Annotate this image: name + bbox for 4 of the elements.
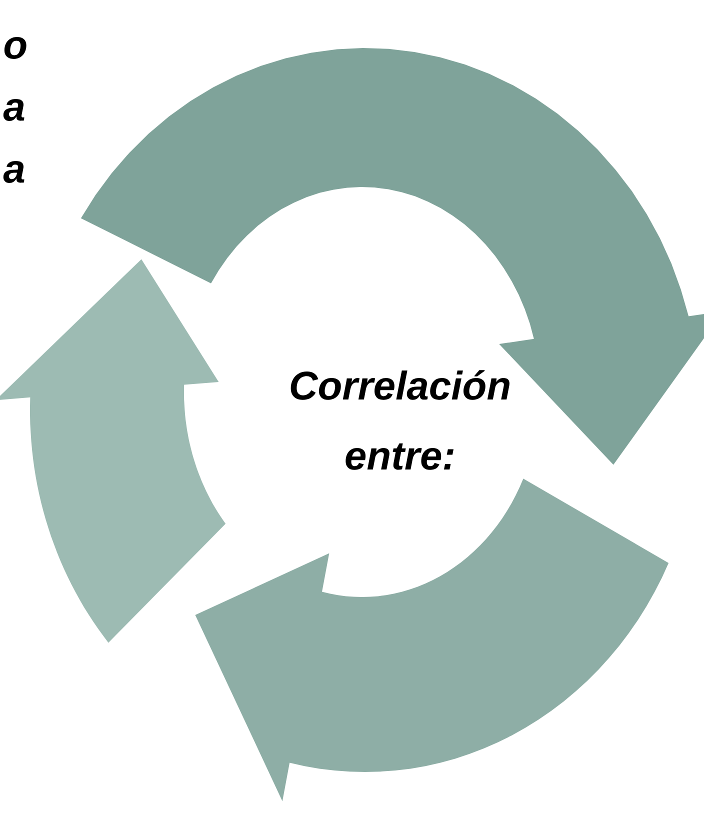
center-text: Correlación entre: — [290, 370, 510, 470]
letter-fragment: a — [3, 161, 24, 183]
letter-fragment: o — [4, 37, 26, 59]
letter-fragment: a — [3, 99, 24, 121]
